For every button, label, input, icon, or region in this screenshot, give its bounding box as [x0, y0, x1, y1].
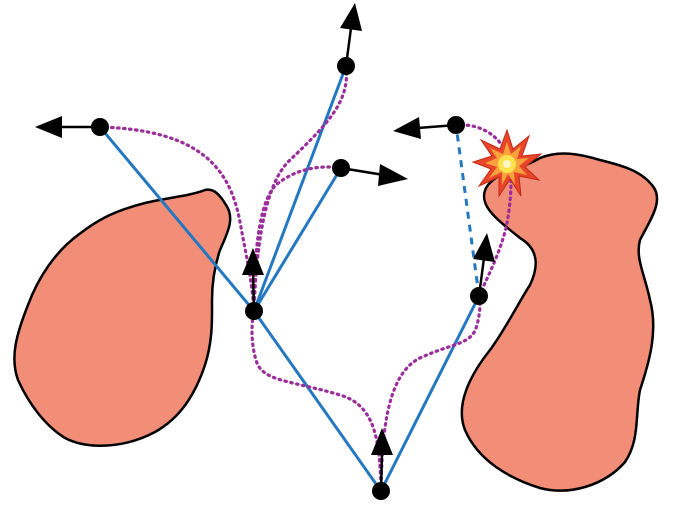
state-node-icon — [245, 302, 263, 320]
velocity-arrow-icon — [35, 116, 100, 138]
velocity-arrow-icon — [341, 164, 408, 186]
obstacle-right — [462, 154, 657, 491]
state-node-icon — [332, 159, 350, 177]
state-node-icon — [470, 287, 488, 305]
tree-edge-left-to-top — [254, 66, 346, 311]
tree-edge-left-to-mid — [254, 168, 341, 311]
state-node-icon — [91, 118, 109, 136]
tree-edge-blocked — [456, 125, 479, 296]
velocity-arrow-icon — [393, 117, 456, 139]
state-node-icon — [447, 116, 465, 134]
velocity-arrow-icon — [340, 3, 362, 66]
obstacle-left — [14, 190, 230, 446]
state-node-icon — [337, 57, 355, 75]
tree-edge-root-to-left — [254, 311, 381, 491]
state-node-icon — [372, 482, 390, 500]
